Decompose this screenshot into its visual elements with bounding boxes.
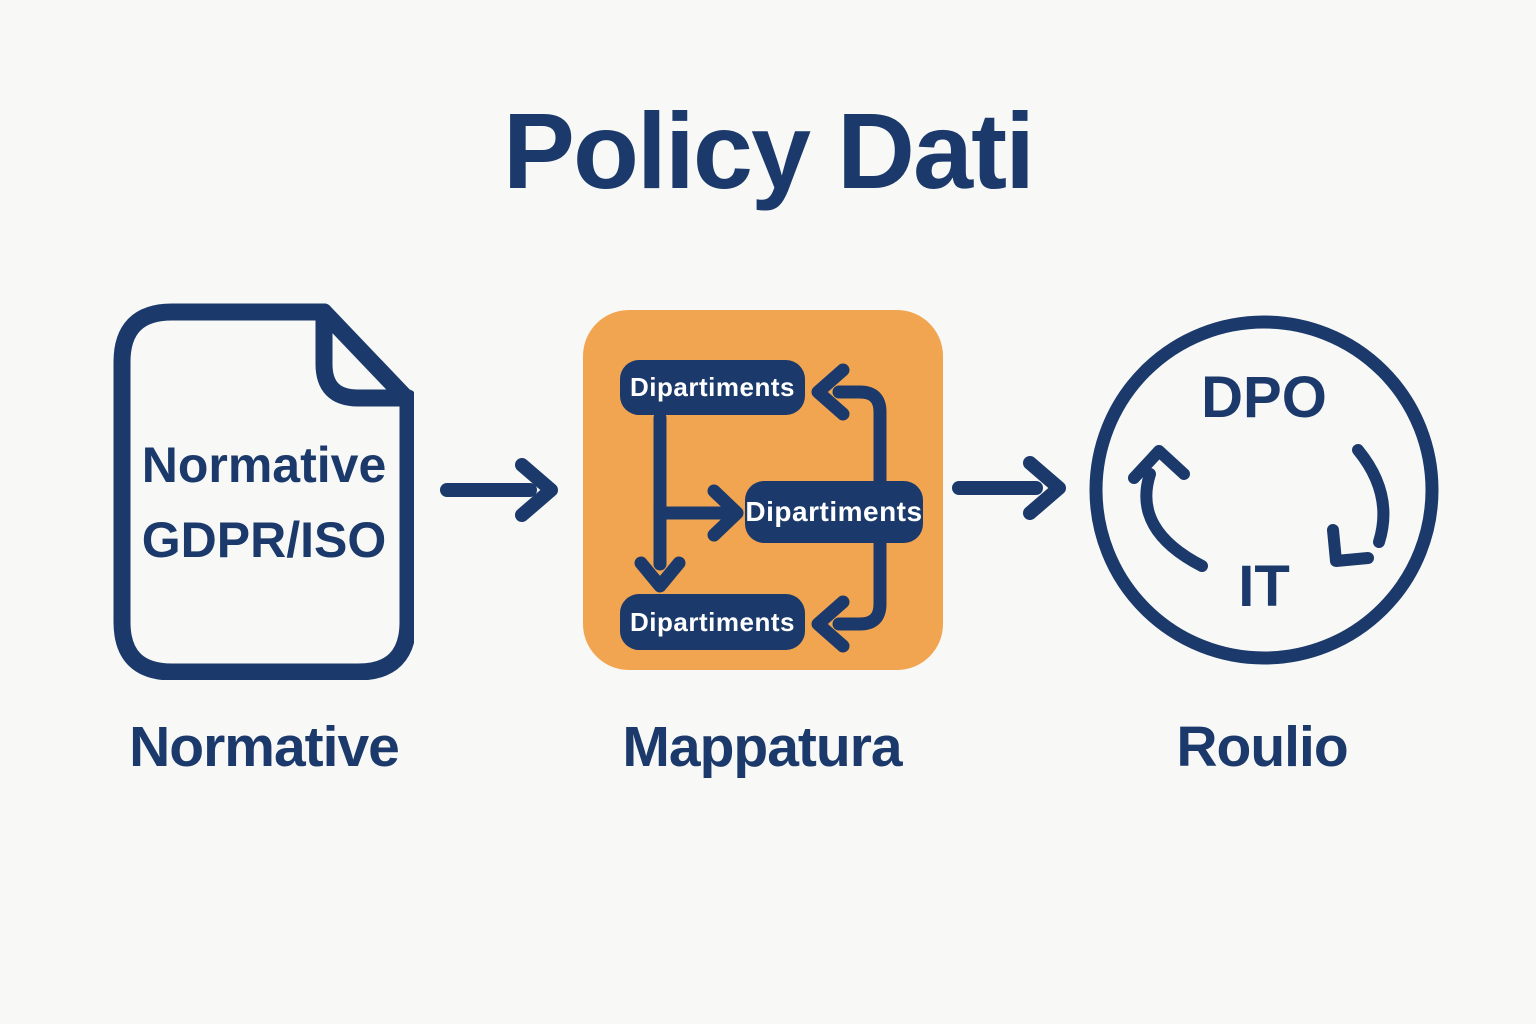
arrow-mappatura-to-roulio-icon [952, 456, 1066, 520]
department-pill-top: Dipartiments [620, 360, 805, 415]
dpo-label: DPO [1201, 365, 1327, 430]
arrow-normative-to-mappatura-icon [440, 458, 558, 522]
cycle-circle-icon [1089, 315, 1439, 665]
document-text-line-1: Normative [141, 437, 387, 493]
page-title: Policy Dati [502, 90, 1035, 211]
step-label-normative: Normative [129, 715, 400, 779]
arrow-branch-to-middle-head [707, 484, 744, 542]
department-pill-top-label: Dipartiments [630, 372, 795, 402]
cycle-arrow-right [1352, 444, 1390, 548]
document-text: Normative GDPR/ISO [118, 428, 410, 578]
document-fold [315, 303, 414, 407]
department-pill-middle: Dipartiments [745, 481, 923, 543]
arrow-middle-to-bottom [832, 536, 887, 631]
cycle-arrow-left-head [1128, 445, 1190, 484]
arrow-top-to-bottom-head [634, 556, 686, 593]
cycle-arrow-right-head [1327, 524, 1374, 567]
arrow-middle-to-top-head [811, 363, 850, 421]
arrow-middle-to-bottom-head [811, 595, 850, 653]
document-icon [113, 303, 414, 680]
arrow-middle-to-top [832, 385, 887, 488]
step-label-roulio: Roulio [1176, 715, 1348, 779]
mappatura-flow-arrows-icon [634, 363, 887, 653]
department-pill-bottom: Dipartiments [620, 594, 805, 650]
cycle-circle-outline [1089, 315, 1439, 665]
department-pill-middle-label: Dipartiments [745, 496, 923, 527]
it-label: IT [1238, 554, 1290, 619]
department-pill-bottom-label: Dipartiments [630, 606, 795, 637]
cycle-arrow-left [1140, 468, 1208, 572]
step-label-mappatura: Mappatura [622, 715, 902, 779]
document-outline [113, 303, 414, 680]
document-text-line-2: GDPR/ISO [141, 512, 387, 568]
